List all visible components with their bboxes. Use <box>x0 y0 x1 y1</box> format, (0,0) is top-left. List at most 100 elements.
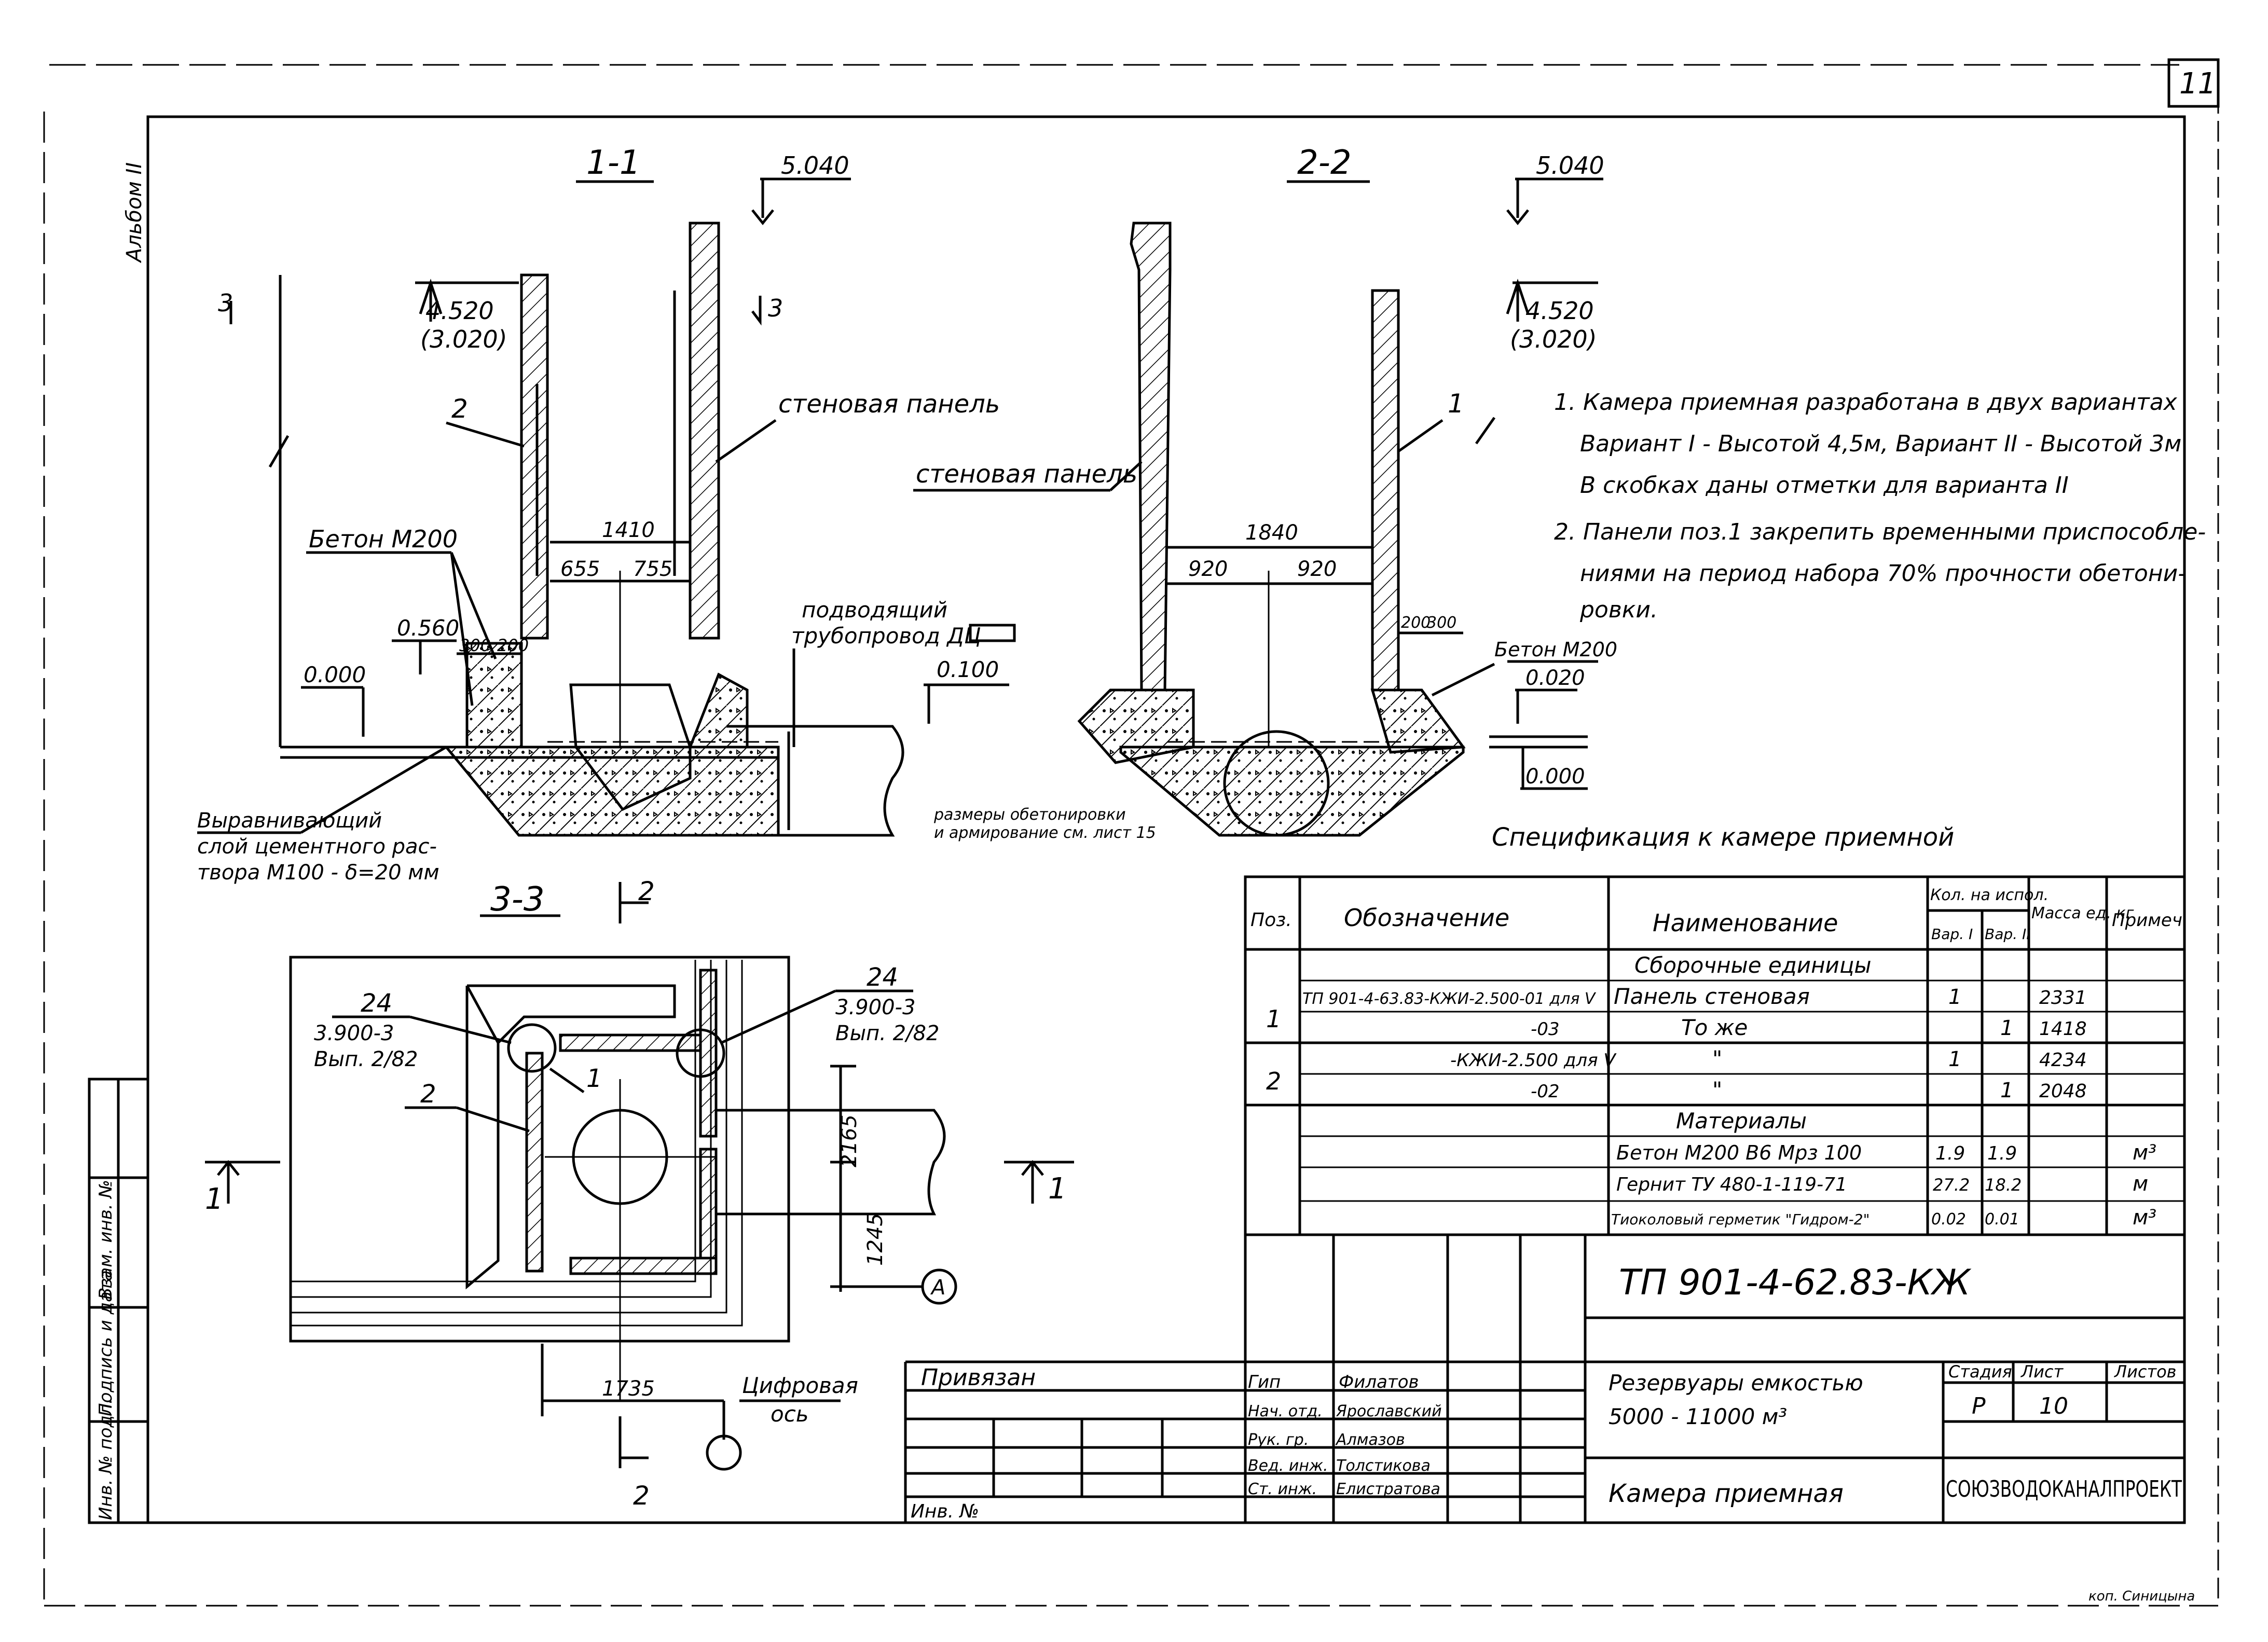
spec-row-2-name: То же <box>1681 1015 1748 1040</box>
s33-node-left-issue: Вып. 2/82 <box>314 1047 418 1071</box>
s33-pos-1: 1 <box>586 1064 602 1093</box>
s11-mark-4520: 4.520 <box>425 297 494 325</box>
note-line-4: 2. Панели поз.1 закрепить временными при… <box>1554 519 2206 545</box>
spec-row-3-mass: 4234 <box>2039 1050 2087 1071</box>
spec-row-6-name: Бетон М200 В6 Мрз 100 <box>1616 1141 1862 1164</box>
title-role-5: Ст. инж. <box>1248 1480 1317 1498</box>
s11-mark-0000: 0.000 <box>304 662 366 687</box>
s11-dim-655: 655 <box>560 557 600 581</box>
notes: 1. Камера приемная разработана в двух ва… <box>1554 389 2206 623</box>
spec-row-1-pos: 1 <box>1266 1005 1281 1033</box>
sheet-corner-number: 11 <box>2179 67 2216 101</box>
title-role-3: Рук. гр. <box>1248 1431 1309 1449</box>
s33-cut-left: 1 <box>205 1182 224 1216</box>
spec-row-0-name: Сборочные единицы <box>1634 953 1872 978</box>
title-privyazan: Привязан <box>921 1364 1036 1391</box>
title-sheets-h: Листов <box>2114 1362 2177 1382</box>
section-1-1: 1-1 5.040 4.520 (3.020) 3 3 <box>197 144 1156 885</box>
s22-dim-920-right: 920 <box>1297 557 1337 581</box>
s11-pipe-label-1: подводящий <box>802 597 947 623</box>
s11-mark-0100: 0.100 <box>937 657 999 682</box>
spec-h-var1: Вар. I <box>1931 926 1973 943</box>
title-block: ТП 901-4-62.83-КЖ Привязан Инв. № Резерв… <box>904 1233 2186 1524</box>
s33-axis-a: А <box>930 1276 945 1300</box>
spec-row-1-v1: 1 <box>1948 985 1961 1009</box>
note-line-6: ровки. <box>1579 597 1658 623</box>
spec-row-1-designation: ТП 901-4-63.83-КЖИ-2.500-01 для V <box>1302 990 1597 1008</box>
title-sheet-name: Камера приемная <box>1609 1479 1844 1508</box>
section-1-1-top-mark: 5.040 <box>781 151 849 180</box>
side-stamp-inv: Инв. № подл. <box>95 1398 116 1520</box>
spec-row-6-v2: 1.9 <box>1987 1143 2017 1164</box>
spec-row-4-designation: -02 <box>1531 1081 1560 1102</box>
spec-row-7-note: м <box>2133 1172 2148 1196</box>
s22-dim-300: 300 <box>1427 614 1456 632</box>
s22-wall-panel-label: стеновая панель <box>916 460 1137 489</box>
note-line-2: Вариант I - Высотой 4,5м, Вариант II - В… <box>1580 431 2181 457</box>
s22-dim-920-left: 920 <box>1188 557 1228 581</box>
section-2-2-title: 2-2 <box>1297 144 1352 182</box>
spec-h-pos: Поз. <box>1250 909 1292 931</box>
title-name-4: Толстикова <box>1336 1457 1431 1475</box>
spec-row-7-name: Гернит ТУ 480-1-119-71 <box>1616 1174 1847 1195</box>
s11-leveling-3: твора М100 - δ=20 мм <box>197 861 439 885</box>
s33-cut-top: 2 <box>638 876 655 906</box>
spec-h-var2: Вар. II <box>1985 926 2030 943</box>
s22-concrete-label: Бетон М200 <box>1494 638 1617 661</box>
spec-row-2-designation: -03 <box>1531 1019 1560 1040</box>
title-code: ТП 901-4-62.83-КЖ <box>1619 1262 1972 1303</box>
s33-node-left-ref: 3.900-3 <box>314 1022 394 1045</box>
s33-dim-1735: 1735 <box>602 1377 655 1401</box>
s22-mark-0000: 0.000 <box>1525 765 1585 789</box>
title-name-5: Елистратова <box>1336 1480 1440 1498</box>
note-line-5: ниями на период набора 70% прочности обе… <box>1580 560 2186 587</box>
s33-node-right-issue: Вып. 2/82 <box>835 1022 939 1045</box>
sheet-frame: 11 коп. Синицына Альбом II <box>43 58 2220 1607</box>
spec-row-1-mass: 2331 <box>2039 987 2087 1009</box>
s33-dim-2165: 2165 <box>837 1114 861 1167</box>
title-stage-h: Стадия <box>1948 1362 2012 1382</box>
s22-dim-1840: 1840 <box>1245 521 1298 545</box>
note-line-1: 1. Камера приемная разработана в двух ва… <box>1554 389 2178 416</box>
title-stage: Р <box>1972 1393 1986 1419</box>
spec-row-7-v2: 18.2 <box>1985 1175 2022 1195</box>
s11-pipe-label-2: трубопровод ДЦ <box>791 623 981 648</box>
spec-row-7-v1: 27.2 <box>1933 1175 1970 1195</box>
spec-row-5-name: Материалы <box>1676 1108 1807 1134</box>
note-line-3: В скобках даны отметки для варианта II <box>1580 472 2069 499</box>
copied-by-label: коп. Синицына <box>2088 1589 2195 1604</box>
spec-row-3-v1: 1 <box>1948 1047 1961 1071</box>
s22-dim-200: 200 <box>1401 614 1431 632</box>
s33-digital-axis-2: ось <box>771 1401 809 1427</box>
s33-node-right-num: 24 <box>867 963 898 992</box>
spec-table: Спецификация к камере приемной Поз. Обоз… <box>1244 823 2188 1236</box>
title-object-1: Резервуары емкостью <box>1609 1370 1863 1396</box>
spec-row-3-pos: 2 <box>1266 1067 1281 1095</box>
s11-leveling-2: слой цементного рас- <box>197 835 437 859</box>
spec-h-name: Наименование <box>1653 909 1838 937</box>
section-1-1-title: 1-1 <box>586 144 641 182</box>
s11-mark-0560: 0.560 <box>397 615 459 641</box>
s11-dim-755: 755 <box>633 557 672 581</box>
spec-h-designation: Обозначение <box>1344 904 1509 932</box>
section-3-3-title: 3-3 <box>490 880 545 919</box>
title-org: СОЮЗВОДОКАНАЛПРОЕКТ <box>1946 1476 2182 1502</box>
spec-row-8-v2: 0.01 <box>1985 1210 2019 1229</box>
section-3-3: 3-3 2 2 24 3.900-3 Вып. 2/82 2 <box>205 876 1074 1511</box>
s33-node-left-num: 24 <box>361 989 392 1018</box>
s11-concrete-label: Бетон М200 <box>309 525 458 553</box>
s11-dim-1410: 1410 <box>602 518 655 542</box>
s11-sizes-note-1: размеры обетонировки <box>933 806 1126 824</box>
s11-dim-200: 200 <box>497 636 529 655</box>
title-name-3: Алмазов <box>1335 1431 1405 1449</box>
album-side-label: Альбом II <box>122 162 146 264</box>
section-2-2-top-mark: 5.040 <box>1536 151 1604 180</box>
spec-row-1-name: Панель стеновая <box>1614 984 1810 1009</box>
title-sheet-num: 10 <box>2039 1393 2068 1419</box>
spec-row-3-name: " <box>1712 1046 1722 1071</box>
s11-sizes-note-2: и армирование см. лист 15 <box>934 824 1156 842</box>
s22-pos-1: 1 <box>1448 389 1464 419</box>
title-sheet-h: Лист <box>2020 1362 2064 1382</box>
spec-row-8-v1: 0.02 <box>1931 1210 1966 1229</box>
